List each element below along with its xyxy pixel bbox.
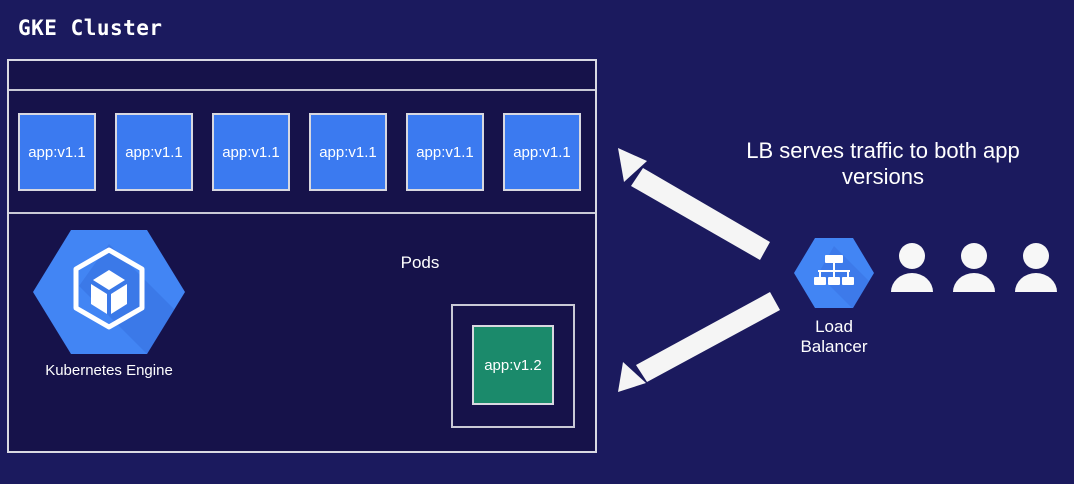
load-balancer-hexagon-icon <box>794 238 874 308</box>
pod-label: app:v1.1 <box>319 143 377 161</box>
kubernetes-engine-hexagon-icon <box>33 230 185 354</box>
pod-box[interactable]: app:v1.1 <box>212 113 290 191</box>
arrow-lb-to-v1-2 <box>618 292 780 392</box>
pod-box[interactable]: app:v1.1 <box>18 113 96 191</box>
load-balancer-caption: Load Balancer <box>788 317 880 358</box>
pod-label: app:v1.1 <box>222 143 280 161</box>
pod-box-v1-2[interactable]: app:v1.2 <box>472 325 554 405</box>
pod-label: app:v1.1 <box>28 143 86 161</box>
load-balancer-caption-line1: Load <box>815 317 853 336</box>
load-balancer-block: Load Balancer <box>788 236 880 358</box>
pod-box[interactable]: app:v1.1 <box>503 113 581 191</box>
lb-annotation-line1: LB serves traffic to both app <box>746 138 1020 163</box>
pod-box[interactable]: app:v1.1 <box>406 113 484 191</box>
pods-label: Pods <box>400 253 440 272</box>
arrow-lb-to-v1-1 <box>618 148 770 260</box>
load-balancer-caption-line2: Balancer <box>800 337 868 357</box>
cluster-body: Kubernetes Engine Pods app:v1.2 <box>9 216 595 451</box>
cluster-header-band <box>9 61 595 91</box>
lb-annotation-line2: versions <box>842 163 924 189</box>
users-group <box>888 242 1060 294</box>
lb-annotation: LB serves traffic to both app versions <box>718 138 1048 189</box>
kubernetes-engine-logo: Kubernetes Engine <box>25 226 193 379</box>
pod-label: app:v1.1 <box>513 143 571 161</box>
kubernetes-engine-caption: Kubernetes Engine <box>45 362 173 379</box>
traffic-arrows <box>618 148 780 392</box>
pod-label: app:v1.1 <box>416 143 474 161</box>
user-icon <box>1015 243 1057 292</box>
pod-label: app:v1.1 <box>125 143 183 161</box>
pod-v1-2-frame: app:v1.2 <box>451 304 575 428</box>
pod-box[interactable]: app:v1.1 <box>309 113 387 191</box>
user-icon <box>953 243 995 292</box>
pod-box[interactable]: app:v1.1 <box>115 113 193 191</box>
pod-label: app:v1.2 <box>484 356 542 374</box>
user-icon <box>891 243 933 292</box>
page-title: GKE Cluster <box>18 16 163 40</box>
pods-v1-1-strip: app:v1.1 app:v1.1 app:v1.1 app:v1.1 app:… <box>9 91 595 214</box>
gke-cluster-frame: app:v1.1 app:v1.1 app:v1.1 app:v1.1 app:… <box>7 59 597 453</box>
pods-v1-1-row: app:v1.1 app:v1.1 app:v1.1 app:v1.1 app:… <box>18 113 581 191</box>
